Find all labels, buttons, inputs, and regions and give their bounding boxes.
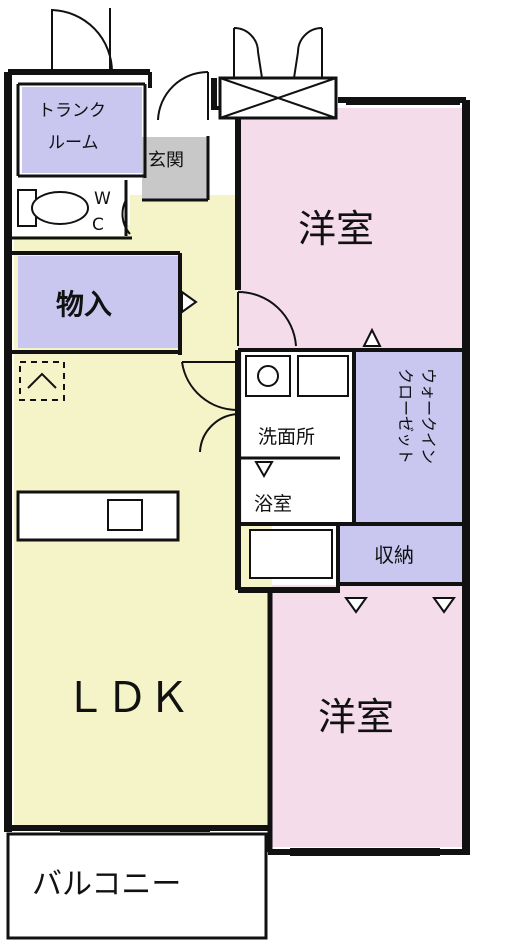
fridge-marker [19, 361, 65, 401]
wic-floor [356, 350, 462, 522]
trunk-room-label-1: トランク [38, 101, 106, 121]
shuno-label: 収納 [374, 543, 414, 567]
shuno-floor [336, 526, 462, 582]
genkan-floor [142, 137, 208, 199]
genkan-label: 玄関 [148, 150, 184, 171]
sliding-door-markers [181, 290, 456, 614]
door-swings [51, 8, 323, 453]
ac-unit-cross-2 [219, 77, 337, 119]
wc-label-2: C [92, 215, 104, 235]
monoire-floor [18, 256, 178, 348]
wc-label-1: W [94, 189, 111, 209]
bath-tub [249, 529, 333, 579]
wic-label-1: ウォークイン [419, 368, 438, 464]
yoshitsu-upper-label: 洋室 [298, 207, 374, 251]
balcony-floor [6, 832, 268, 940]
monoire-label: 物入 [56, 288, 112, 321]
balcony-label: バルコニー [32, 867, 181, 902]
yokushitsu-label: 浴室 [254, 493, 292, 515]
senmenjo-label: 洗面所 [258, 426, 315, 448]
windows [60, 97, 460, 856]
yoshitsu-lower-label: 洋室 [318, 695, 394, 739]
trunk-room-floor [22, 87, 142, 173]
yoshitsu-upper-floor [238, 108, 464, 354]
yoshitsu-lower-floor [272, 585, 464, 847]
walls [4, 69, 470, 855]
toilet-fixture [17, 189, 89, 227]
trunk-room-label-2: ルーム [48, 133, 99, 153]
wic-label-2: クローゼット [396, 368, 415, 464]
ldk-label: ＬＤＫ [64, 673, 190, 722]
